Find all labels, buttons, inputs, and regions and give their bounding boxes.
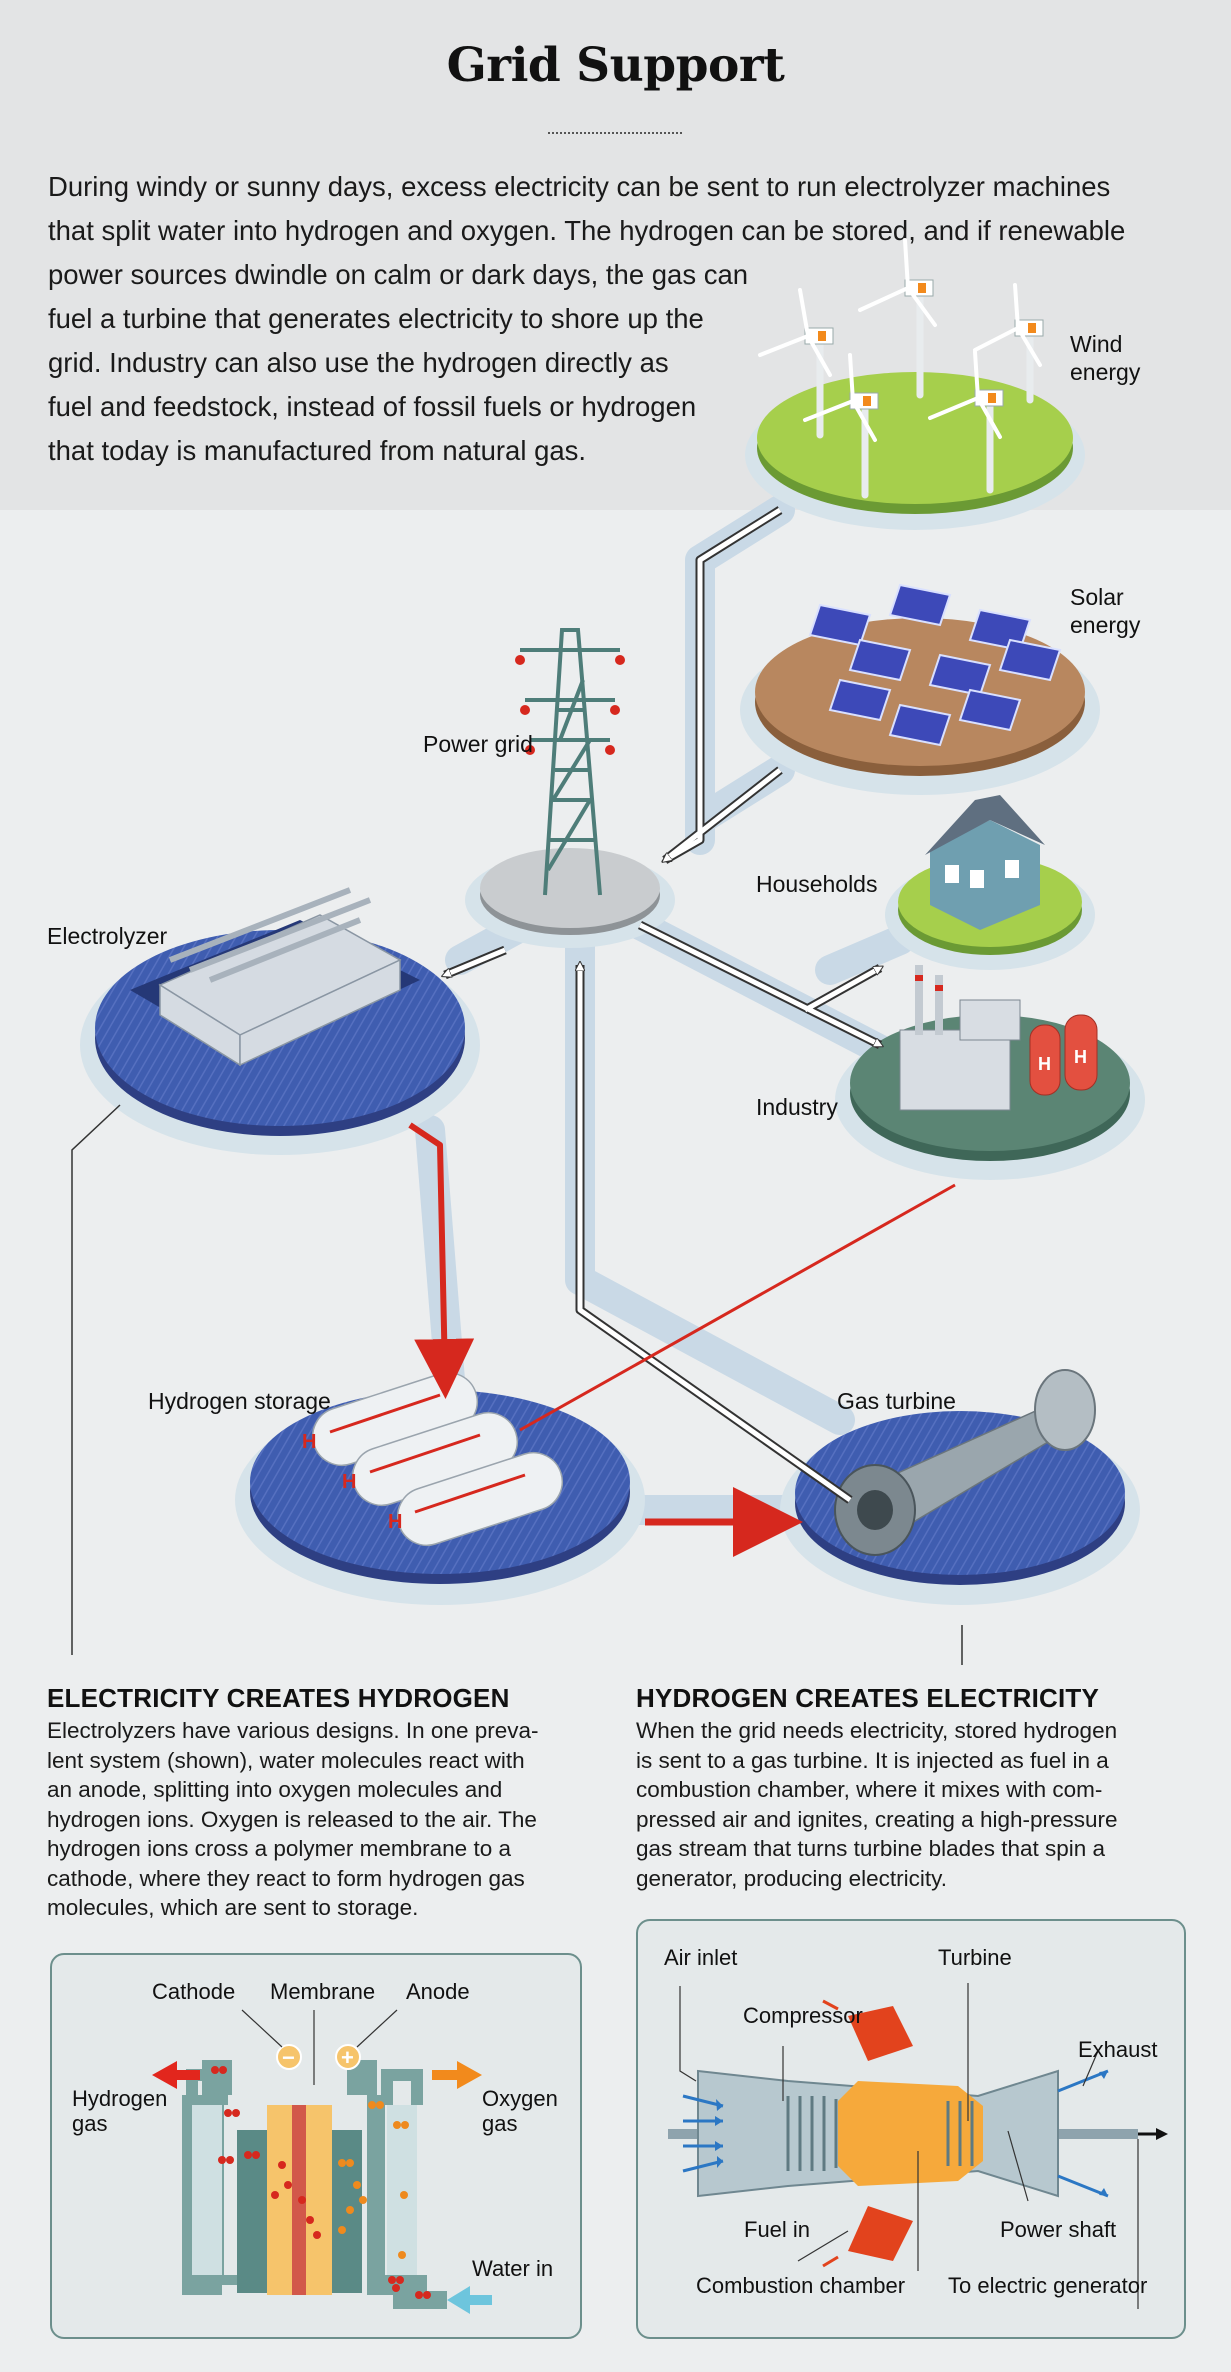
label-line: Oxygen	[482, 2086, 558, 2111]
leader-lines	[71, 1104, 963, 1665]
solar-energy-platform	[740, 583, 1100, 795]
label-line: Hydrogen	[72, 2086, 168, 2111]
label-line: energy	[1070, 612, 1141, 638]
electricity-creates-hydrogen-text: Electrolyzers have various designs. In o…	[47, 1716, 539, 1923]
intro-line: that today is manufactured from natural …	[48, 435, 587, 466]
svg-text:H: H	[342, 1471, 356, 1493]
households-label: Households	[756, 871, 878, 897]
hydrogen-creates-electricity-text: When the grid needs electricity, stored …	[636, 1716, 1118, 1893]
anode-label: Anode	[406, 1979, 470, 2004]
electrolyzer-cell-panel: − + Cathode Membrane Anode Hydrogen gas …	[50, 1953, 582, 2339]
hydrogen-storage-platform: H H H	[235, 1371, 645, 1605]
intro-line: fuel and feedstock, instead of fossil fu…	[48, 391, 697, 422]
gas-turbine-label: Gas turbine	[837, 1388, 956, 1414]
combustion-chamber-label: Combustion chamber	[696, 2273, 906, 2298]
hydrogen-creates-electricity-heading: HYDROGEN CREATES ELECTRICITY	[636, 1683, 1100, 1713]
power-grid-label: Power grid	[423, 731, 533, 757]
label-line: Wind	[1070, 331, 1123, 357]
wind-energy-platform	[745, 238, 1085, 530]
electricity-flow-arrows	[445, 506, 880, 1504]
air-inlet-label: Air inlet	[664, 1945, 738, 1970]
cathode-sign: −	[282, 2045, 295, 2070]
hydrogen-storage-label: Hydrogen storage	[148, 1388, 331, 1414]
electrolyzer-label: Electrolyzer	[47, 923, 168, 949]
label-line: gas	[72, 2111, 108, 2136]
electrolyzer-platform	[80, 887, 480, 1155]
gas-turbine-cutaway	[668, 1983, 1168, 2309]
exhaust-label: Exhaust	[1078, 2037, 1158, 2062]
turbine-label: Turbine	[938, 1945, 1012, 1970]
paragraph-line: combustion chamber, where it mixes with …	[636, 1777, 1103, 1802]
power-grid-tower	[465, 628, 675, 948]
electricity-creates-hydrogen-heading: ELECTRICITY CREATES HYDROGEN	[47, 1683, 510, 1713]
label-line: Solar	[1070, 584, 1124, 610]
intro-text: During windy or sunny days, excess elect…	[48, 165, 1188, 473]
paragraph-line: When the grid needs electricity, stored …	[636, 1718, 1118, 1743]
paragraph-line: gas stream that turns turbine blades tha…	[636, 1836, 1106, 1861]
fuel-in-label: Fuel in	[744, 2217, 811, 2242]
paragraph-line: is sent to a gas turbine. It is injected…	[636, 1747, 1109, 1773]
oxygen-gas-label: Oxygen gas	[482, 2086, 558, 2136]
label-line: gas	[482, 2111, 518, 2136]
paragraph-line: an anode, splitting into oxygen molecule…	[47, 1777, 503, 1802]
solar-energy-label: Solar energy	[1070, 583, 1140, 639]
hydrogen-flow-arrows	[408, 1122, 956, 1557]
electrolyzer-cell-illustration	[152, 2009, 492, 2314]
paragraph-line: Electrolyzers have various designs. In o…	[47, 1718, 539, 1743]
paragraph-line: cathode, where they react to form hydrog…	[47, 1865, 525, 1891]
intro-line: power sources dwindle on calm or dark da…	[48, 259, 749, 290]
svg-text:H: H	[302, 1431, 316, 1453]
wind-energy-label: Wind energy	[1070, 330, 1140, 386]
intro-line: grid. Industry can also use the hydrogen…	[48, 347, 669, 378]
svg-text:H: H	[1038, 1054, 1051, 1074]
paragraph-line: pressed air and ignites, creating a high…	[636, 1806, 1118, 1832]
gas-turbine-platform	[780, 1369, 1140, 1605]
intro-line: fuel a turbine that generates electricit…	[48, 303, 704, 334]
membrane-label: Membrane	[270, 1979, 376, 2004]
water-in-label: Water in	[472, 2256, 554, 2281]
compressor-label: Compressor	[743, 2003, 863, 2028]
intro-line: that split water into hydrogen and oxyge…	[48, 215, 1126, 246]
power-shaft-label: Power shaft	[1000, 2217, 1117, 2242]
svg-text:H: H	[388, 1511, 402, 1533]
gas-turbine-panel: Air inlet Compressor Turbine Exhaust Fue…	[636, 1919, 1186, 2339]
paragraph-line: molecules, which are sent to storage.	[47, 1895, 419, 1920]
intro-line: During windy or sunny days, excess elect…	[48, 171, 1111, 202]
paragraph-line: hydrogen ions. Oxygen is released to the…	[47, 1806, 537, 1832]
paragraph-line: lent system (shown), water molecules rea…	[47, 1747, 525, 1773]
energy-flow-diagram: HH HHH	[71, 238, 1145, 1665]
title-divider	[548, 132, 682, 134]
cathode-label: Cathode	[152, 1979, 236, 2004]
paragraph-line: hydrogen ions cross a polymer membrane t…	[47, 1836, 511, 1861]
hydrogen-gas-label: Hydrogen gas	[72, 2086, 167, 2136]
label-line: energy	[1070, 359, 1141, 385]
anode-sign: +	[341, 2045, 354, 2070]
households-platform	[885, 795, 1095, 970]
to-electric-generator-label: To electric generator	[948, 2273, 1148, 2298]
page-title: Grid Support	[446, 38, 785, 93]
paragraph-line: generator, producing electricity.	[636, 1865, 948, 1891]
svg-text:H: H	[1074, 1047, 1087, 1067]
industry-label: Industry	[756, 1094, 838, 1120]
